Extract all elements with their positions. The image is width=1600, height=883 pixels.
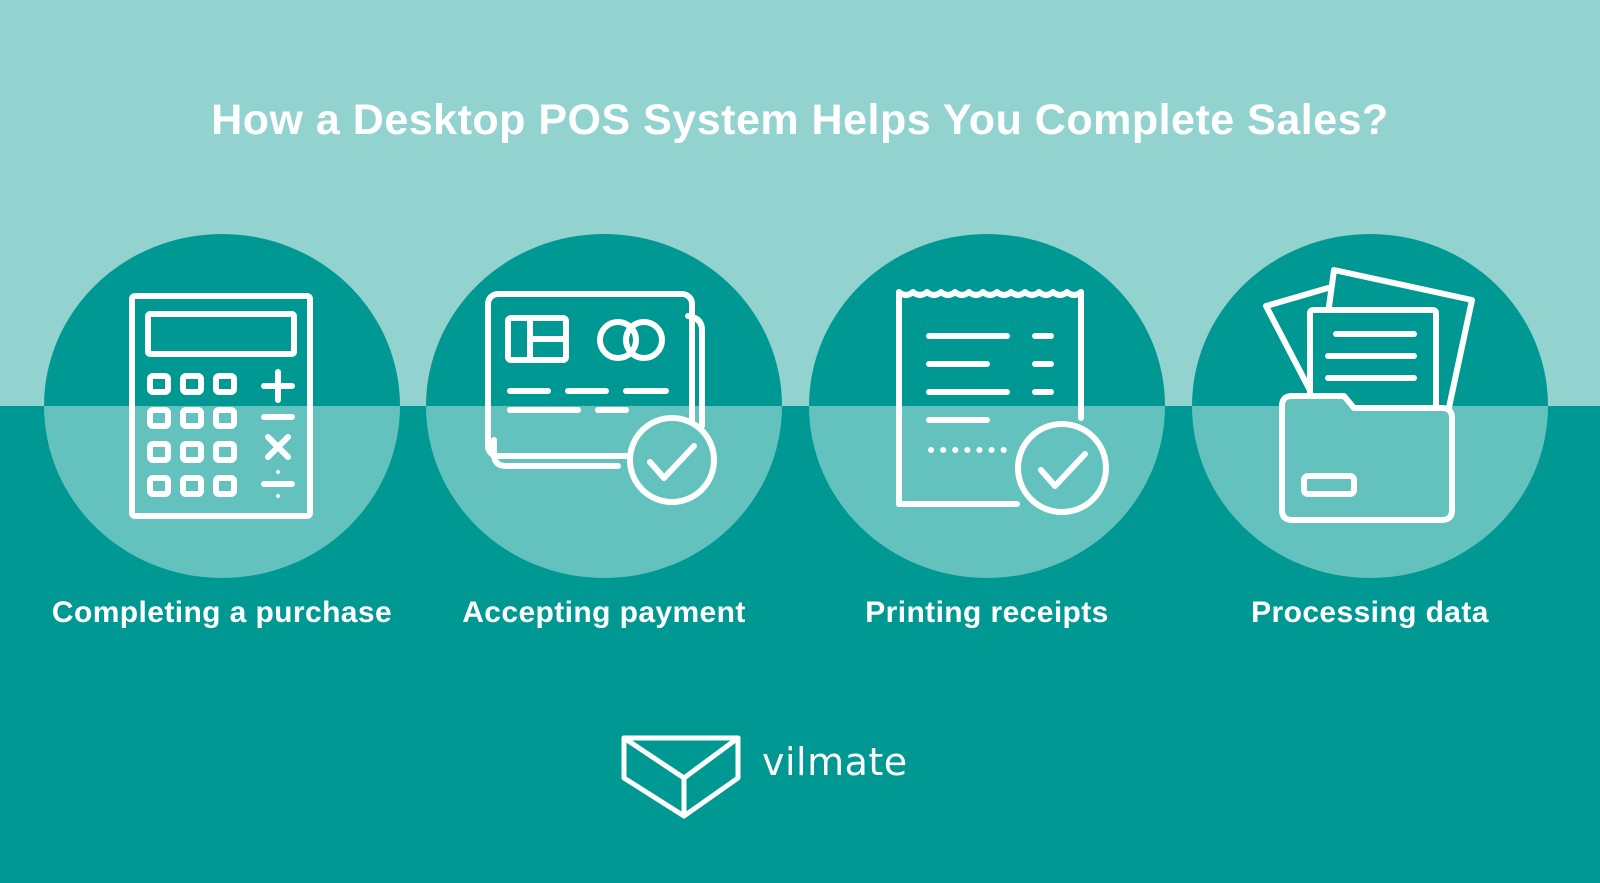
feature-circle bbox=[809, 234, 1165, 578]
folder-documents-icon bbox=[1263, 267, 1475, 523]
vilmate-logo: vilmate bbox=[620, 732, 920, 822]
feature-label: Processing data bbox=[1251, 596, 1489, 629]
feature-processing-data: Processing data bbox=[1178, 234, 1562, 654]
brand-name: vilmate bbox=[762, 740, 908, 784]
feature-circle bbox=[44, 234, 400, 578]
feature-label: Accepting payment bbox=[462, 596, 746, 629]
feature-accepting-payment: Accepting payment bbox=[412, 234, 796, 654]
page-title: How a Desktop POS System Helps You Compl… bbox=[211, 96, 1389, 144]
feature-label: Completing a purchase bbox=[51, 596, 393, 629]
receipt-check-icon bbox=[896, 289, 1109, 515]
feature-completing-purchase: Completing a purchase bbox=[30, 234, 414, 654]
calculator-icon bbox=[129, 293, 313, 519]
feature-printing-receipts: Printing receipts bbox=[795, 234, 1179, 654]
feature-label: Printing receipts bbox=[865, 596, 1109, 629]
credit-card-check-icon bbox=[485, 291, 717, 505]
envelope-cube-logo-icon bbox=[621, 735, 741, 819]
